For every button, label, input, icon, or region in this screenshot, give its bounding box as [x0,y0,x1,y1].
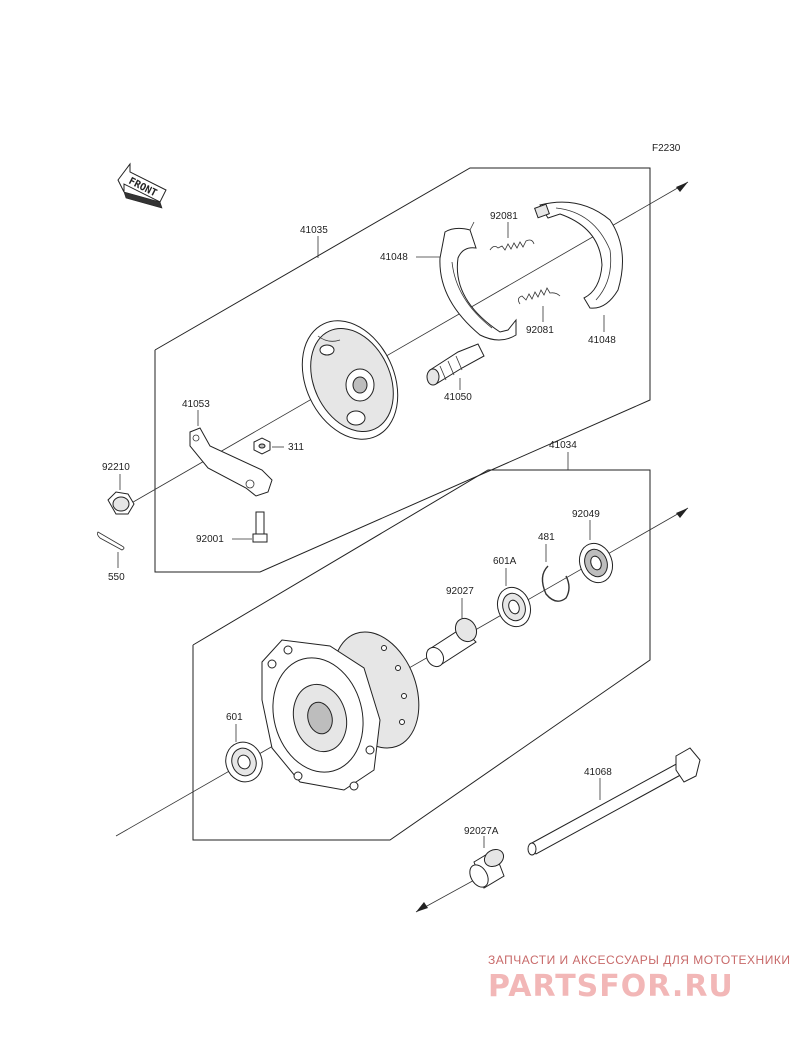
nut-311 [253,437,271,455]
spring-upper [489,239,535,251]
label-550: 550 [108,572,125,583]
brake-shoe-right [534,201,623,309]
label-92001: 92001 [196,534,224,545]
label-92049: 92049 [572,509,600,520]
label-92081-upper: 92081 [490,211,518,222]
watermark-logo: PARTSFOR.RU [488,969,734,1004]
collar-92027a [469,848,505,889]
brake-shoe-left [439,221,517,341]
label-41048-right: 41048 [588,335,616,346]
bolt-92001 [252,511,268,543]
oil-seal-92049 [578,542,614,584]
brake-cam [426,343,485,386]
axle-41068 [527,747,701,856]
wheel-hub [261,631,420,791]
label-92027: 92027 [446,586,474,597]
cotter-pin-550 [96,531,125,551]
bearing-601a [496,586,532,628]
spring-lower [518,287,561,305]
axis-arrowhead-lower [676,508,688,518]
axis-arrowhead-92027A [416,902,428,912]
group-41034-outline: 41034 [192,440,651,841]
axis-arrowhead-upper [676,182,688,192]
brake-panel [301,320,399,440]
brake-lever [189,427,273,497]
label-41053: 41053 [182,399,210,410]
circlip-481 [541,565,570,602]
watermark-tagline: ЗАПЧАСТИ И АКСЕССУАРЫ ДЛЯ МОТОТЕХНИКИ [488,953,790,967]
label-92027A: 92027A [464,826,499,837]
figure-code: F2230 [652,143,681,154]
label-601: 601 [226,712,243,723]
label-41035: 41035 [300,225,328,236]
label-311: 311 [288,442,304,453]
front-arrow-icon: FRONT [117,162,167,209]
label-41050: 41050 [444,392,472,403]
label-41034: 41034 [549,440,577,451]
label-601A: 601A [493,556,517,567]
label-41048-left: 41048 [380,252,408,263]
label-92081-lower: 92081 [526,325,554,336]
label-481: 481 [538,532,555,543]
collar-92027 [425,617,478,668]
group-41035-outline: 41035 [154,167,651,573]
label-92210: 92210 [102,462,130,473]
label-41068: 41068 [584,767,612,778]
axle-nut-92210 [107,491,135,515]
bearing-601 [225,741,263,783]
